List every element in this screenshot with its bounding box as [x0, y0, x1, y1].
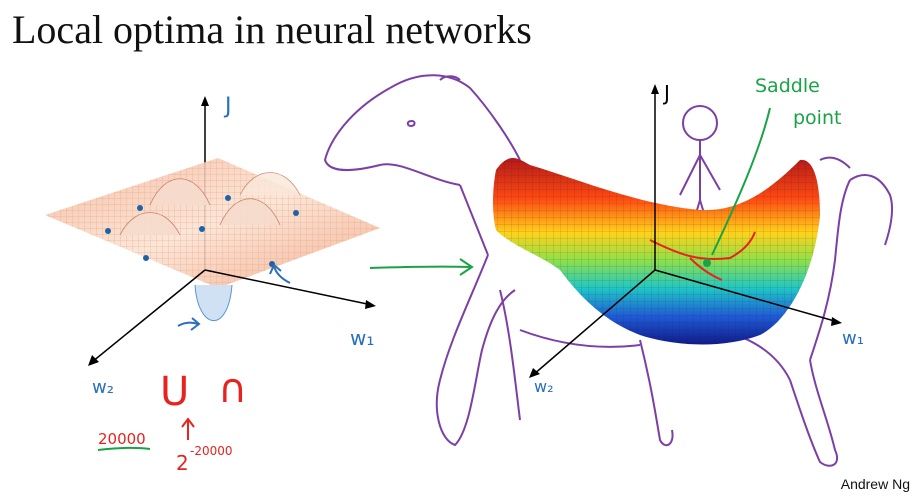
right-w2-axis: [532, 269, 656, 376]
saddle-label-line1: Saddle: [755, 75, 820, 97]
left-w1-axis: [204, 269, 373, 306]
dimension-count: 20000: [98, 430, 146, 448]
left-w1-arrowhead: [365, 300, 376, 309]
saddle-curve: [649, 231, 756, 261]
transition-arrow: [369, 258, 474, 276]
saddle-point-dot: [703, 259, 711, 267]
right-w1-axis: [654, 269, 839, 323]
probability-exponent: -20000: [190, 444, 233, 458]
local-min-dot: [143, 255, 149, 261]
right-w1-label: w₁: [842, 328, 864, 349]
left-j-label: J: [223, 94, 232, 119]
left-w2-label: w₂: [92, 377, 114, 398]
convex-shape-label: U: [160, 369, 189, 415]
left-w2-arrowhead: [88, 355, 99, 366]
left-deep-minimum: [194, 284, 233, 322]
local-min-dot: [225, 195, 231, 201]
left-w1-label: w₁: [350, 326, 374, 350]
saddle-surface: [493, 158, 820, 345]
local-min-dot: [105, 228, 111, 234]
right-j-arrowhead: [651, 84, 659, 94]
dimension-underline: [97, 446, 151, 451]
left-j-arrowhead: [201, 96, 209, 106]
local-min-dot: [199, 226, 205, 232]
right-w2-label: w₂: [534, 377, 554, 396]
probability-base: 2: [176, 451, 189, 475]
saddle-label-line2: point: [793, 107, 841, 129]
slide-title: Local optima in neural networks: [12, 7, 532, 52]
local-min-dot: [293, 210, 299, 216]
author-credit: Andrew Ng: [840, 476, 910, 492]
left-w2-axis: [91, 269, 206, 363]
right-j-label: J: [662, 81, 670, 105]
right-plot: J w₁ w₂ Saddle point: [323, 74, 894, 467]
right-w2-arrowhead: [529, 368, 540, 378]
left-plot: J w₁ w₂ U ∩ 20000 2 -20000: [45, 94, 380, 475]
right-w1-arrowhead: [831, 317, 842, 326]
local-min-pointer-arrow: [273, 265, 291, 284]
local-min-dot: [137, 205, 143, 211]
minimum-pointer-arrow: [177, 321, 199, 327]
left-surface: [45, 158, 380, 322]
saddle-annotation-pointer: [711, 107, 771, 256]
concave-shape-label: ∩: [218, 366, 247, 412]
